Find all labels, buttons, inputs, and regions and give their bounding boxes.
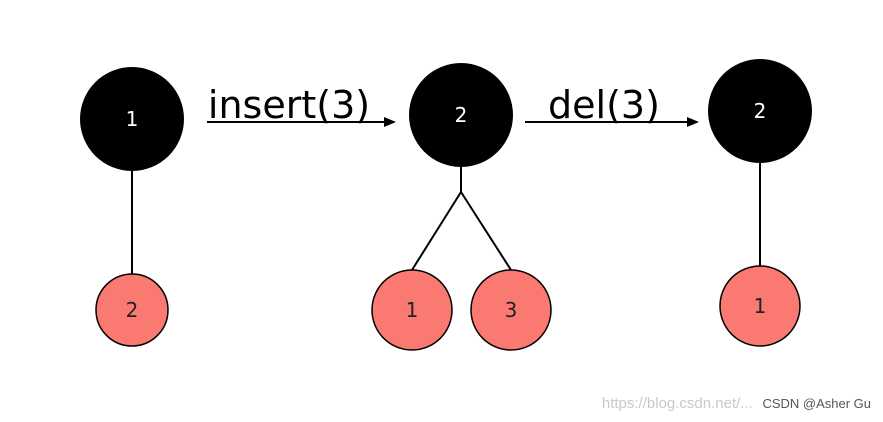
tree-2-left-child-node: 1 [371,269,453,351]
tree-2-left-child-circle [371,269,453,351]
watermark-url: https://blog.csdn.net/... [601,395,753,412]
tree-3-root-circle [708,59,812,163]
tree-1-child-label: 2 [126,298,139,322]
tree-3-child-node: 1 [719,265,801,347]
operation-2-label: del(3) [548,83,660,127]
watermark: https://blog.csdn.net/... CSDN @Asher Gu [602,395,871,412]
tree-2-right-child-node: 3 [470,269,552,351]
tree-2-edge-left [411,191,462,271]
tree-2-right-child-circle [470,269,552,351]
tree-3: 2 1 [708,59,812,347]
tree-3-root-label: 2 [754,99,767,123]
tree-3-child-label: 1 [754,294,767,318]
tree-2: 2 1 3 [371,63,552,351]
tree-2-root-circle [409,63,513,167]
tree-1-root-label: 1 [126,107,139,131]
tree-1-root-circle [80,67,184,171]
tree-1: 1 2 [80,67,184,347]
tree-1-child-node: 2 [95,273,169,347]
tree-2-left-child-label: 1 [406,298,419,322]
operation-1: insert(3) [207,83,396,127]
tree-2-root-node: 2 [409,63,513,167]
tree-1-root-node: 1 [80,67,184,171]
watermark-author: CSDN @Asher Gu [762,396,871,411]
tree-2-edge-right [460,191,512,271]
operation-2: del(3) [525,83,699,127]
operation-1-label: insert(3) [208,83,370,127]
tree-1-child-circle [95,273,169,347]
tree-2-right-child-label: 3 [505,298,518,322]
tree-2-root-label: 2 [455,103,468,127]
tree-3-child-circle [719,265,801,347]
tree-3-root-node: 2 [708,59,812,163]
